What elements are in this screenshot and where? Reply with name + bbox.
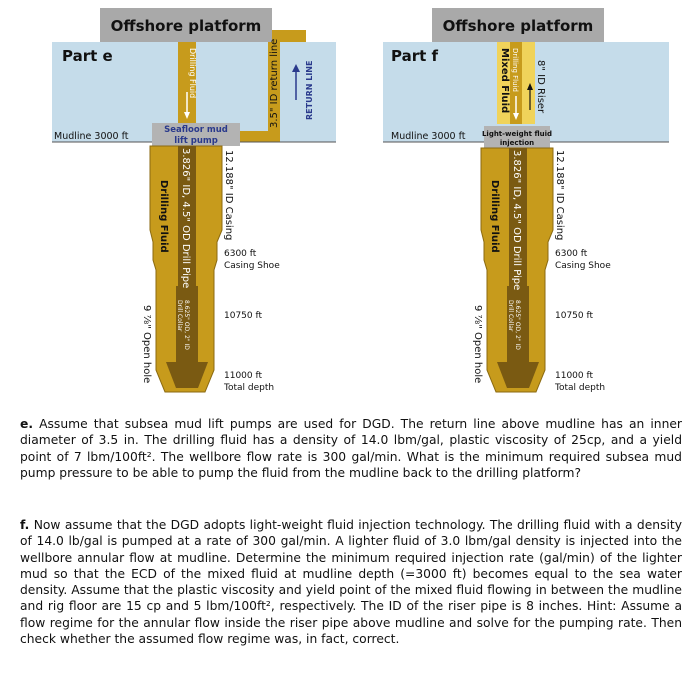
riser-label-e: Drilling Fluid (188, 48, 197, 98)
collar-label-1-e: 8.625" OD, 2" ID (183, 300, 190, 350)
drill-collar-e (176, 286, 198, 364)
collar-label-1-f: 8.625" OD, 2" ID (514, 300, 521, 350)
injection-label-1-f: Light-weight fluid (482, 130, 552, 138)
riser-down-arrowhead-f (513, 113, 519, 120)
drill-pipe-label-f: 3.826" ID, 4.5" OD Drill Pipe (511, 150, 522, 290)
injection-unit-f (484, 126, 550, 148)
platform-label-f: Offshore platform (443, 17, 594, 35)
return-line-bottom-e (240, 131, 280, 142)
riser-pipe-e (178, 42, 196, 124)
pump-label-2-e: lift pump (174, 136, 218, 146)
casing-shoe-label-f: Casing Shoe (555, 261, 611, 271)
collar-label-2-e: Drill Collar (176, 300, 183, 332)
collar-label-2-f: Drill Collar (507, 300, 514, 332)
collar-depth-e: 10750 ft (224, 311, 263, 321)
total-depth-label-f: Total depth (554, 383, 605, 393)
drill-pipe-label-e: 3.826" ID, 4.5" OD Drill Pipe (180, 148, 191, 288)
riser-inner-pipe-f (510, 42, 522, 124)
drill-collar-f (507, 286, 529, 364)
question-e-letter: e. (20, 417, 34, 431)
return-line-top-e (272, 30, 306, 42)
mudline-label-e: Mudline 3000 ft (54, 131, 129, 142)
well-diagrams: Offshore platform Part e 3.5" ID return … (52, 8, 669, 393)
total-depth-value-e: 11000 ft (224, 371, 263, 381)
casing-label-e: 12.188" ID Casing (223, 150, 234, 240)
annulus-label-f: Drilling Fluid (489, 180, 500, 253)
riser-label-f: 8" ID Riser (535, 60, 546, 114)
return-flow-arrowhead-e (292, 64, 300, 72)
panel-e: Offshore platform Part e 3.5" ID return … (52, 8, 336, 393)
question-f-text: Now assume that the DGD adopts light-wei… (20, 518, 682, 647)
casing-shoe-label-e: Casing Shoe (224, 261, 280, 271)
total-depth-label-e: Total depth (223, 383, 274, 393)
part-label-e: Part e (62, 47, 113, 65)
pump-label-1-e: Seafloor mud (164, 125, 228, 135)
casing-shoe-depth-e: 6300 ft (224, 249, 257, 259)
return-line-label-e: 3.5" ID return line (269, 39, 280, 128)
open-hole-label-f: 9 ⅞" Open hole (472, 305, 483, 383)
question-f-letter: f. (20, 518, 30, 532)
platform-label-e: Offshore platform (111, 17, 262, 35)
mudline-label-f: Mudline 3000 ft (391, 131, 466, 142)
mixed-label-f: Mixed Fluid (499, 48, 510, 113)
return-line-vertical-e (268, 42, 280, 142)
question-f: f. Now assume that the DGD adopts light-… (20, 517, 682, 647)
question-e: e. Assume that subsea mud lift pumps are… (20, 416, 682, 481)
annulus-label-e: Drilling Fluid (158, 180, 169, 253)
panel-f: Offshore platform Part f Mixed Fluid Dri… (383, 8, 669, 393)
return-line-tag-e: RETURN LINE (305, 61, 314, 120)
casing-shoe-depth-f: 6300 ft (555, 249, 588, 259)
part-label-f: Part f (391, 47, 439, 65)
drill-pipe-e (178, 146, 196, 286)
platform-e (100, 8, 272, 42)
drill-bit-f (497, 362, 539, 388)
question-e-text: Assume that subsea mud lift pumps are us… (20, 417, 682, 480)
total-depth-value-f: 11000 ft (555, 371, 594, 381)
riser-inner-label-f: Drilling Fluid (511, 48, 519, 92)
drill-bit-e (166, 362, 208, 388)
collar-depth-f: 10750 ft (555, 311, 594, 321)
platform-f (432, 8, 604, 42)
drill-pipe-f (509, 148, 527, 286)
injection-label-2-f: injection (500, 139, 534, 147)
riser-arrowhead-e (184, 112, 190, 119)
open-hole-label-e: 9 ⅞" Open hole (141, 305, 152, 383)
casing-label-f: 12.188" ID Casing (554, 150, 565, 240)
seafloor-pump-e (152, 123, 240, 146)
riser-up-arrowhead-f (527, 83, 533, 90)
